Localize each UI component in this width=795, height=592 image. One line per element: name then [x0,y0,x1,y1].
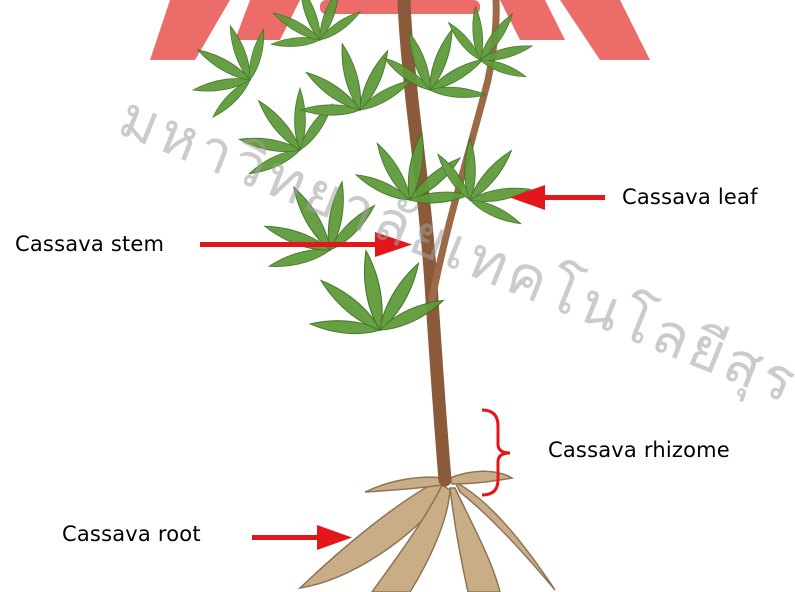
label-cassava-rhizome: Cassava rhizome [548,438,730,462]
cassava-roots [300,471,555,592]
label-cassava-root: Cassava root [62,522,201,546]
root-arrow [252,525,352,550]
label-cassava-leaf: Cassava leaf [622,185,758,209]
label-cassava-stem: Cassava stem [15,232,164,256]
